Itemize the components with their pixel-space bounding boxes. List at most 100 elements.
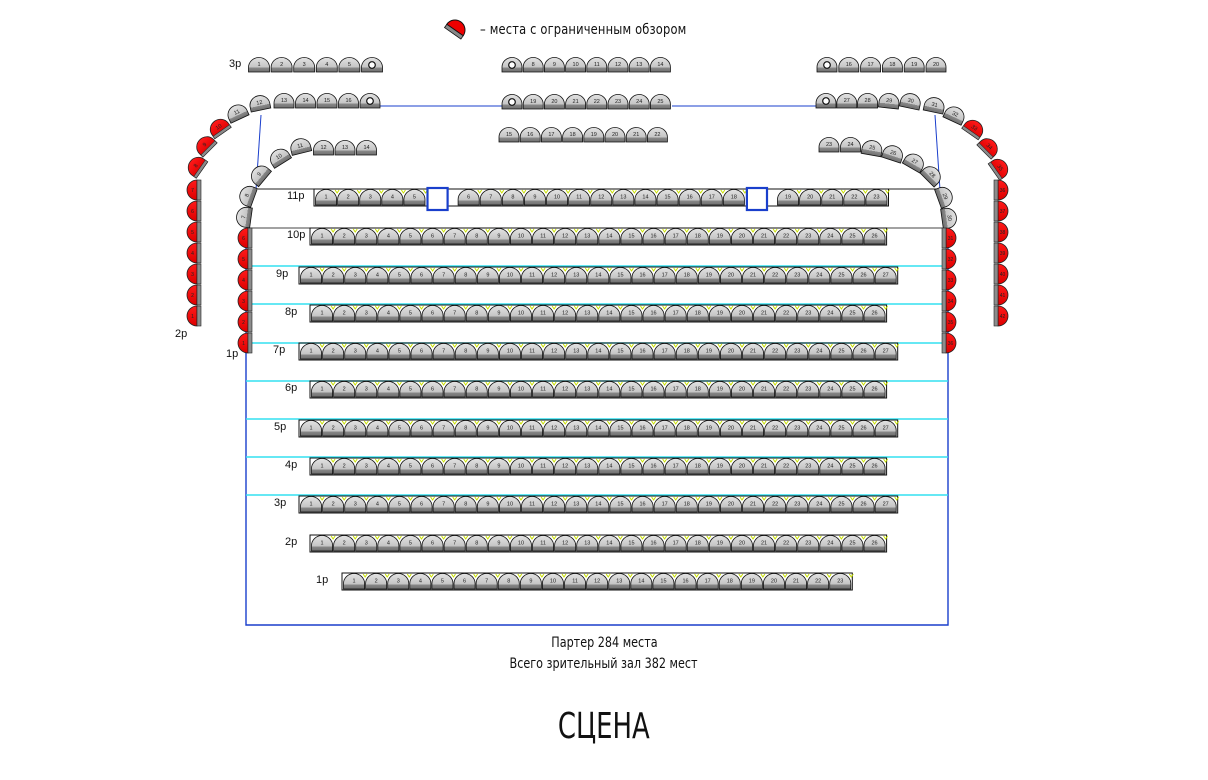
seat[interactable]: 6 xyxy=(453,573,476,590)
seat[interactable]: 9 xyxy=(476,343,499,360)
seat[interactable]: 6 xyxy=(410,420,433,437)
seat[interactable]: 16 xyxy=(338,93,359,109)
seat[interactable]: 9 xyxy=(476,267,499,284)
seat[interactable]: 10 xyxy=(510,305,532,322)
seat[interactable]: 6 xyxy=(421,305,444,322)
seat[interactable]: 18 xyxy=(718,573,741,590)
seat[interactable]: 27 xyxy=(901,150,927,174)
seat[interactable]: 17 xyxy=(541,127,562,143)
restricted-seat[interactable]: 37 xyxy=(993,200,1009,222)
seat[interactable]: 26 xyxy=(863,305,886,322)
seat[interactable]: 5 xyxy=(388,420,411,437)
seat[interactable]: 21 xyxy=(753,535,775,552)
seat[interactable]: 1 xyxy=(343,573,365,590)
seat[interactable]: 7 xyxy=(443,381,466,398)
seat[interactable]: 20 xyxy=(799,189,822,206)
seat[interactable]: 15 xyxy=(609,343,632,360)
seat[interactable]: 23 xyxy=(786,496,809,513)
seat[interactable]: 24 xyxy=(628,94,650,110)
seat[interactable]: 16 xyxy=(631,420,654,437)
seat[interactable]: 1 xyxy=(300,496,322,513)
seat[interactable]: 4 xyxy=(381,189,404,206)
seat[interactable]: 2 xyxy=(333,228,356,245)
seat[interactable]: 22 xyxy=(764,343,787,360)
seat[interactable]: 7 xyxy=(479,189,502,206)
seat[interactable]: 23 xyxy=(865,189,888,206)
seat[interactable]: 7 xyxy=(432,496,455,513)
seat[interactable] xyxy=(816,57,838,73)
seat[interactable]: 23 xyxy=(786,267,809,284)
seat[interactable]: 10 xyxy=(510,381,532,398)
seat[interactable]: 16 xyxy=(674,573,697,590)
seat[interactable]: 24 xyxy=(808,420,831,437)
restricted-seat[interactable]: 1 xyxy=(237,332,253,354)
seat[interactable]: 18 xyxy=(722,189,745,206)
seat[interactable]: 4 xyxy=(377,381,400,398)
seat[interactable]: 20 xyxy=(731,458,753,475)
seat[interactable]: 5 xyxy=(399,228,422,245)
seat[interactable]: 11 xyxy=(568,189,591,206)
seat[interactable]: 16 xyxy=(642,381,665,398)
restricted-seat[interactable]: 41 xyxy=(993,284,1009,306)
seat[interactable]: 22 xyxy=(775,381,798,398)
restricted-seat[interactable]: 36 xyxy=(941,332,957,354)
seat[interactable]: 9 xyxy=(476,420,499,437)
seat[interactable]: 5 xyxy=(399,458,422,475)
seat[interactable]: 2 xyxy=(333,458,356,475)
seat[interactable]: 19 xyxy=(697,267,720,284)
seat[interactable] xyxy=(815,93,837,109)
seat[interactable]: 14 xyxy=(587,420,610,437)
seat[interactable]: 23 xyxy=(797,458,820,475)
seat[interactable]: 15 xyxy=(620,305,643,322)
seat[interactable]: 22 xyxy=(586,94,608,110)
seat[interactable]: 17 xyxy=(653,343,676,360)
seat[interactable]: 17 xyxy=(664,305,687,322)
seat[interactable]: 7 xyxy=(432,267,455,284)
seat[interactable]: 26 xyxy=(852,267,875,284)
seat[interactable]: 30 xyxy=(940,207,958,230)
seat[interactable]: 17 xyxy=(653,496,676,513)
restricted-seat[interactable]: 38 xyxy=(993,221,1009,243)
seat[interactable]: 22 xyxy=(775,305,798,322)
seat[interactable]: 5 xyxy=(399,535,422,552)
seat[interactable]: 5 xyxy=(388,343,411,360)
seat[interactable]: 9 xyxy=(476,496,499,513)
restricted-seat[interactable]: 33 xyxy=(961,116,987,141)
restricted-seat[interactable]: 1 xyxy=(186,305,202,327)
seat[interactable]: 9 xyxy=(519,573,542,590)
seat[interactable]: 8 xyxy=(454,420,477,437)
seat[interactable]: 31 xyxy=(922,96,946,115)
seat[interactable]: 11 xyxy=(564,573,586,590)
seat[interactable]: 19 xyxy=(697,420,720,437)
seat[interactable]: 26 xyxy=(852,343,875,360)
restricted-seat[interactable]: 39 xyxy=(993,242,1009,264)
seat[interactable]: 9 xyxy=(524,189,546,206)
seat[interactable]: 20 xyxy=(720,343,742,360)
seat[interactable]: 13 xyxy=(565,496,588,513)
seat[interactable]: 18 xyxy=(562,127,583,143)
seat[interactable]: 23 xyxy=(797,305,820,322)
seat[interactable]: 16 xyxy=(642,458,665,475)
seat[interactable]: 13 xyxy=(576,458,599,475)
seat[interactable]: 17 xyxy=(860,57,881,73)
seat[interactable]: 18 xyxy=(882,57,903,73)
seat[interactable]: 6 xyxy=(410,343,433,360)
seat[interactable]: 9 xyxy=(487,535,510,552)
seat[interactable]: 24 xyxy=(819,458,842,475)
seat[interactable]: 27 xyxy=(874,343,897,360)
seat[interactable]: 11 xyxy=(521,343,543,360)
seat[interactable]: 3 xyxy=(359,189,382,206)
seat[interactable]: 7 xyxy=(475,573,498,590)
seat[interactable]: 20 xyxy=(731,535,753,552)
seat[interactable]: 10 xyxy=(565,57,586,73)
seat[interactable]: 11 xyxy=(532,305,554,322)
seat[interactable]: 10 xyxy=(546,189,568,206)
seat[interactable]: 9 xyxy=(487,228,510,245)
seat[interactable]: 12 xyxy=(554,458,577,475)
seat[interactable]: 10 xyxy=(499,267,521,284)
seat[interactable]: 25 xyxy=(841,381,864,398)
seat[interactable]: 11 xyxy=(586,57,608,73)
seat[interactable]: 8 xyxy=(454,496,477,513)
seat[interactable]: 10 xyxy=(510,228,532,245)
seat[interactable]: 4 xyxy=(377,458,400,475)
